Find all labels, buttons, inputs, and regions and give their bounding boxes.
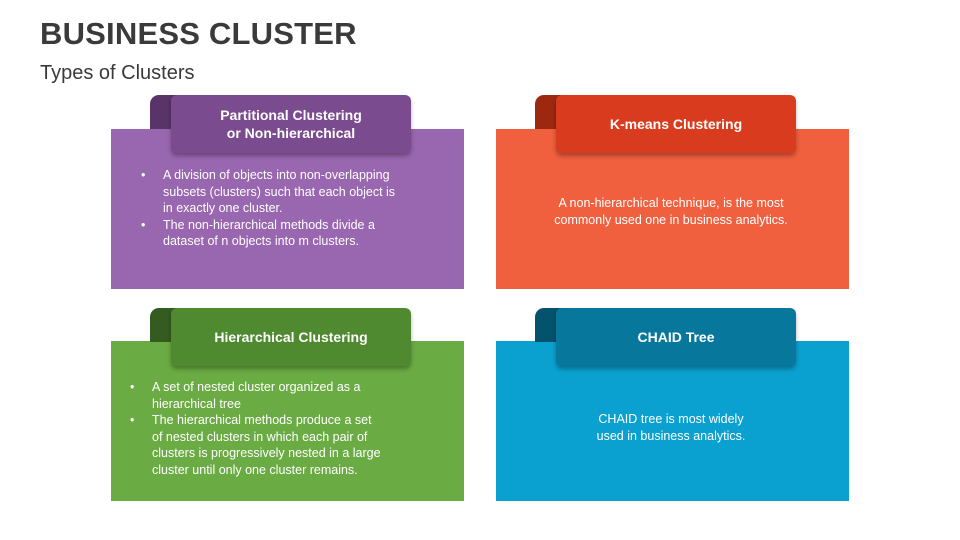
page-title: BUSINESS CLUSTER xyxy=(40,16,357,51)
list-item: A set of nested cluster organized as a h… xyxy=(130,379,385,412)
card-k-means-clustering: A non-hierarchical technique, is the mos… xyxy=(496,129,849,289)
tab-title-line: or Non-hierarchical xyxy=(226,125,356,141)
card-body: CHAID tree is most widely used in busine… xyxy=(496,341,849,501)
card-tab: K-means Clustering xyxy=(556,95,796,153)
card-body: A set of nested cluster organized as a h… xyxy=(111,341,464,501)
card-hierarchical-clustering: A set of nested cluster organized as a h… xyxy=(111,341,464,501)
card-body: A non-hierarchical technique, is the mos… xyxy=(496,129,849,289)
card-tab: Hierarchical Clustering xyxy=(171,308,411,366)
card-description: A non-hierarchical technique, is the mos… xyxy=(554,196,788,227)
tab-title-line: CHAID Tree xyxy=(637,329,715,345)
card-tab: Partitional Clustering or Non-hierarchic… xyxy=(171,95,411,153)
card-description: CHAID tree is most widely used in busine… xyxy=(596,412,746,443)
tab-title-line: Hierarchical Clustering xyxy=(214,329,368,345)
list-item: A division of objects into non-overlappi… xyxy=(141,167,403,217)
page-subtitle: Types of Clusters xyxy=(40,62,195,84)
card-partitional-clustering: A division of objects into non-overlappi… xyxy=(111,129,464,289)
bullet-list: A division of objects into non-overlappi… xyxy=(141,167,403,250)
bullet-list: A set of nested cluster organized as a h… xyxy=(130,379,385,478)
card-chaid-tree: CHAID tree is most widely used in busine… xyxy=(496,341,849,501)
tab-title-line: K-means Clustering xyxy=(609,116,743,132)
card-body: A division of objects into non-overlappi… xyxy=(111,129,464,289)
list-item: The non-hierarchical methods divide a da… xyxy=(141,217,403,250)
tab-title-line: Partitional Clustering xyxy=(220,107,362,123)
card-tab: CHAID Tree xyxy=(556,308,796,366)
list-item: The hierarchical methods produce a set o… xyxy=(130,412,385,478)
